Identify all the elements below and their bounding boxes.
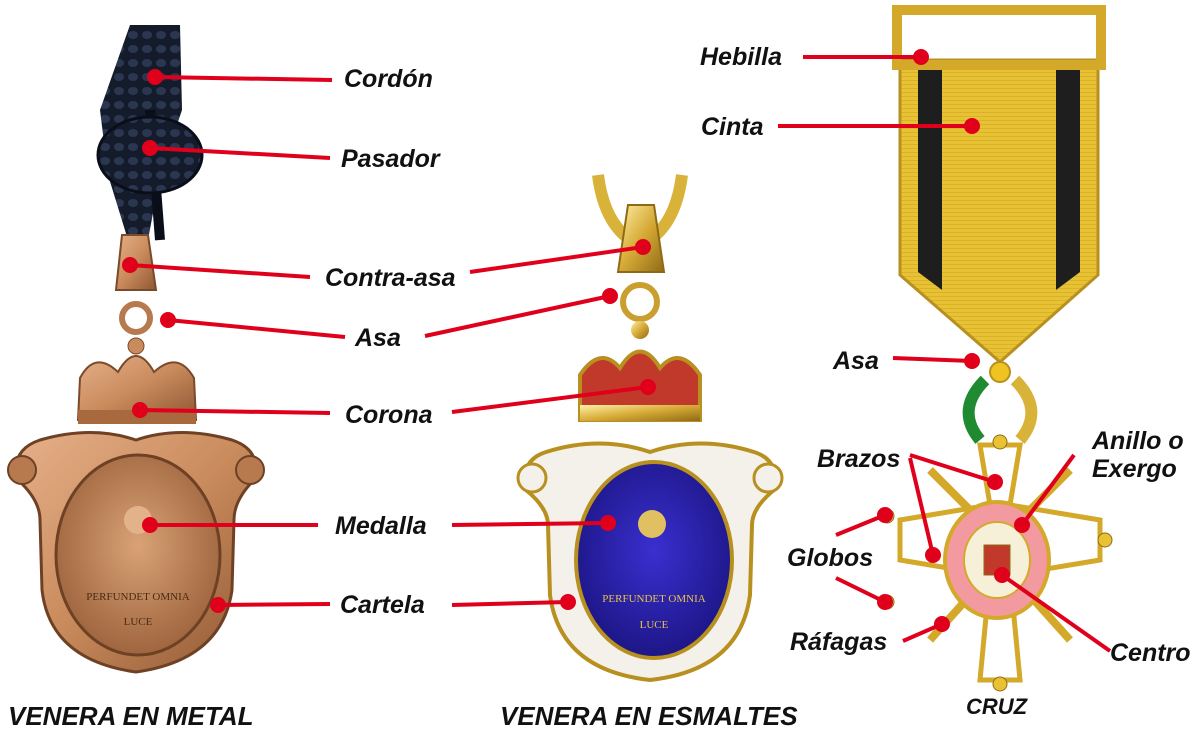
cruz xyxy=(879,5,1113,692)
globo-top xyxy=(992,434,1008,450)
globo-bottom xyxy=(992,676,1008,692)
label-cordon: Cordón xyxy=(344,65,433,93)
esmaltes-motto-line2: LUCE xyxy=(640,619,669,631)
label-rafagas: Ráfagas xyxy=(790,628,888,656)
venera-esmaltes: PERFUNDET OMNIA LUCE xyxy=(516,174,784,683)
esmaltes-medalla: PERFUNDET OMNIA LUCE xyxy=(574,460,734,660)
label-anillo-exergo: Anillo o Exergo xyxy=(1092,427,1184,483)
label-pasador: Pasador xyxy=(341,145,440,173)
cinta-ribbon xyxy=(898,58,1100,364)
label-cartela: Cartela xyxy=(340,591,425,619)
esmaltes-motto-line1: PERFUNDET OMNIA xyxy=(602,593,705,605)
label-centro: Centro xyxy=(1110,639,1191,667)
metal-motto-line2: LUCE xyxy=(124,616,153,628)
medalla-disc: PERFUNDET OMNIA LUCE xyxy=(54,453,222,657)
asa-ring xyxy=(119,301,153,335)
hebilla-buckle xyxy=(892,5,1106,70)
label-cinta: Cinta xyxy=(701,113,764,141)
caption-venera-esmaltes: VENERA EN ESMALTES xyxy=(500,701,798,731)
metal-motto-line1: PERFUNDET OMNIA xyxy=(86,591,189,603)
esmaltes-contra-asa xyxy=(616,204,666,273)
label-asa-cruz: Asa xyxy=(833,347,879,375)
label-contra-asa: Contra-asa xyxy=(325,264,456,292)
label-brazos: Brazos xyxy=(817,445,901,473)
label-globos: Globos xyxy=(787,544,874,572)
pointer-lines xyxy=(122,49,1112,653)
cruz-medallion xyxy=(943,500,1051,620)
caption-venera-metal: VENERA EN METAL xyxy=(8,701,254,731)
label-corona: Corona xyxy=(345,401,433,429)
esmaltes-asa-ring xyxy=(620,282,660,322)
label-medalla: Medalla xyxy=(335,512,427,540)
esmaltes-corona xyxy=(578,321,702,422)
label-hebilla: Hebilla xyxy=(700,43,782,71)
globo-right xyxy=(1097,532,1113,548)
caption-cruz: CRUZ xyxy=(966,694,1028,719)
laurel-wreath xyxy=(962,375,1038,444)
venera-metal: PERFUNDET OMNIA LUCE xyxy=(7,25,265,674)
label-asa: Asa xyxy=(355,324,401,352)
cruz-asa-ring xyxy=(989,361,1011,383)
